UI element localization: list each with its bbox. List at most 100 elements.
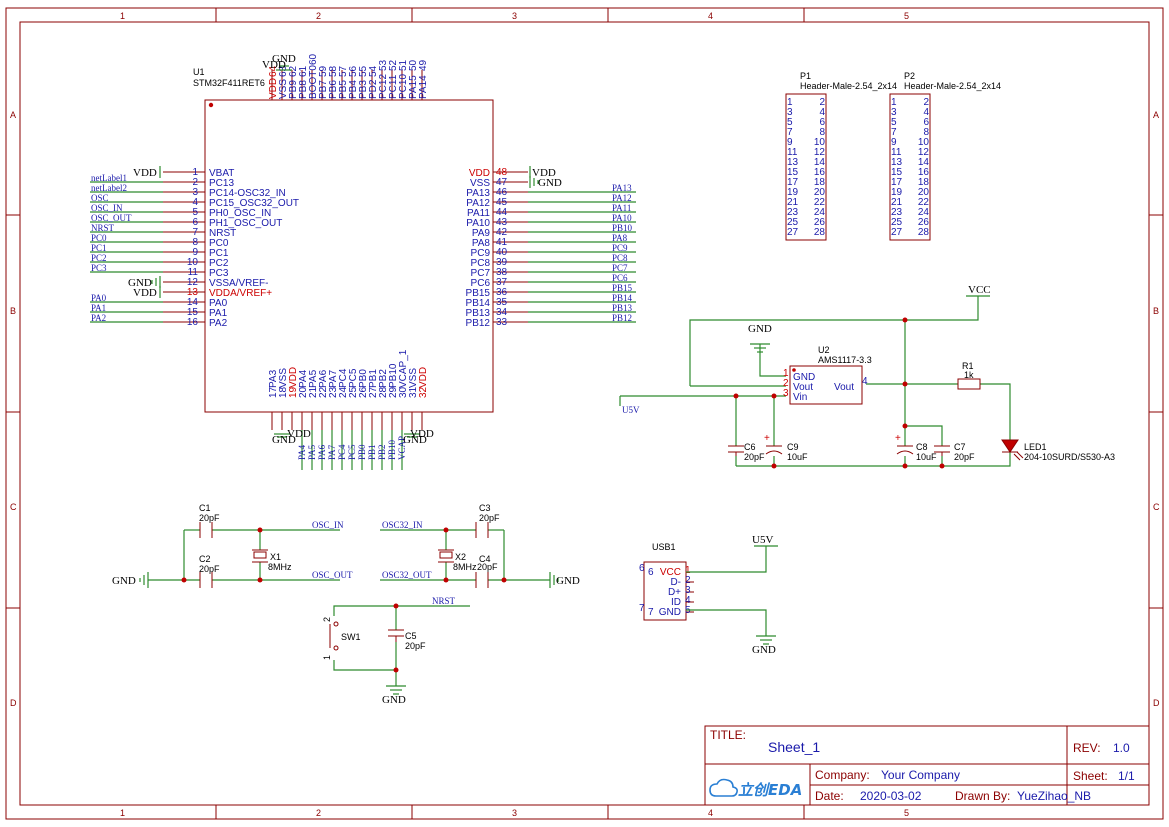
header-P1-pin-17: 17 — [787, 177, 799, 188]
u1-pin-20-num: 20 — [298, 386, 309, 398]
regulator-section[interactable]: VCC GND U5V U2 AMS1117-3.3 1 GN — [619, 284, 1115, 469]
date-label: Date: — [815, 789, 844, 803]
u1-pin-35-name: PB14 — [466, 298, 491, 309]
u1-pin-39-name: PC8 — [471, 258, 491, 269]
c9-value: 10uF — [787, 452, 808, 462]
c1-ref: C1 — [199, 503, 211, 513]
sheet-title: Sheet_1 — [768, 739, 820, 755]
u1-pin-61-name: PB8 — [298, 80, 309, 99]
u1-pin-22-num: 22 — [318, 386, 329, 398]
header-P2-pin-1: 1 — [891, 97, 897, 108]
frame-col-top-4: 4 — [708, 11, 713, 21]
header-P2-pin-11: 11 — [891, 147, 902, 158]
usb-pin-2-name: D- — [670, 577, 681, 588]
c7-ref: C7 — [954, 442, 966, 452]
header-P1-value: Header-Male-2.54_2x14 — [800, 81, 897, 91]
u1-pin-1-num: 1 — [192, 167, 198, 178]
r1-resistor[interactable]: R1 1k — [957, 361, 981, 390]
sw1-button[interactable]: 2 1 SW1 — [322, 617, 361, 660]
osc-out-net: OSC_OUT — [312, 570, 353, 580]
header-P1-pin-20: 20 — [814, 187, 826, 198]
c4-capacitor[interactable]: C4 20pF — [475, 554, 498, 588]
frame-row-left-C: C — [10, 502, 17, 512]
header-P1-pin-10: 10 — [814, 137, 826, 148]
sheet-label: Sheet: — [1073, 769, 1108, 783]
u2-pin3-name: Vin — [793, 392, 807, 403]
c7-capacitor[interactable]: C7 20pF — [934, 442, 975, 462]
u1-pin-29-num: 29 — [388, 386, 399, 398]
u1-pin-52-name: PC11 — [388, 74, 399, 99]
header-P2-pin-10: 10 — [918, 137, 930, 148]
u1-pin-41-name: PA8 — [472, 238, 491, 249]
c2-capacitor[interactable]: C2 20pF — [199, 554, 220, 588]
c5-capacitor[interactable]: C5 20pF — [388, 629, 426, 651]
header-P2-pin-20: 20 — [918, 187, 930, 198]
u1-pin-32-name: VDD — [418, 367, 429, 388]
usb-pin-3-num: 3 — [685, 585, 691, 596]
c1-capacitor[interactable]: C1 20pF — [199, 503, 220, 538]
u1-pin-30-name: VCAP_1 — [398, 349, 409, 388]
u1-bottom-gnd-2: GND — [403, 434, 427, 446]
osc-gnd-left: GND — [112, 575, 136, 587]
header-P2-pin-21: 21 — [891, 197, 903, 208]
date-value: 2020-03-02 — [860, 789, 922, 803]
u1-pin-56-name: PB4 — [348, 80, 359, 99]
u1-bottom-net-PC4: PC4 — [337, 444, 347, 460]
u1-pin-14-num: 14 — [187, 297, 199, 308]
u1-pin-46-name: PA13 — [466, 188, 490, 199]
header-P1-pin-26: 26 — [814, 217, 826, 228]
usb-pin-2-num: 2 — [685, 575, 691, 586]
svg-text:+: + — [895, 433, 901, 444]
header-P2-ref: P2 — [904, 71, 915, 81]
u1-right-net-39: PC8 — [612, 253, 628, 263]
c3-capacitor[interactable]: C3 20pF — [475, 503, 500, 538]
u1-pin-50-name: PA15 — [408, 75, 419, 99]
u1-left-net-3: netLabel2 — [91, 183, 127, 193]
frame-col-bottom-5: 5 — [904, 808, 909, 818]
frame-row-left-A: A — [10, 110, 16, 120]
c5-ref: C5 — [405, 631, 417, 641]
u1-pin-9-name: PC1 — [209, 248, 229, 259]
header-P2-pin-28: 28 — [918, 227, 930, 238]
reset-section[interactable]: GND NRST 2 1 SW1 C5 20pF — [322, 596, 470, 706]
header-P1-pin-22: 22 — [814, 197, 826, 208]
c4-ref: C4 — [479, 554, 491, 564]
drawn-value: YueZihao_NB — [1017, 789, 1091, 803]
u1-right-pwr-47: GND — [538, 177, 562, 189]
frame-row-left-B: B — [10, 306, 16, 316]
u1-pin-33-num: 33 — [496, 317, 508, 328]
header-P2-pin-26: 26 — [918, 217, 930, 228]
rev-value: 1.0 — [1113, 741, 1130, 755]
u1-pin-21-name: PA5 — [308, 369, 319, 388]
u2-pin4-num: 4 — [862, 376, 868, 387]
u1-right-net-33: PB12 — [612, 313, 632, 323]
c6-capacitor[interactable]: C6 20pF — [728, 442, 765, 462]
u1-pin-34-num: 34 — [496, 307, 508, 318]
c9-capacitor[interactable]: + C9 10uF — [764, 433, 808, 462]
u1-pin-17-num: 17 — [268, 386, 279, 398]
x2-value: 8MHz — [453, 562, 477, 572]
oscillator-section[interactable]: GND C1 20pF C2 20pF X1 8MHz OSC_IN OSC_O… — [112, 503, 580, 588]
u1-pin-12-num: 12 — [187, 277, 199, 288]
u1-pin-48-name: VDD — [469, 168, 490, 179]
u1-pin-62-name: PB9 — [288, 80, 299, 99]
c8-capacitor[interactable]: + C8 10uF — [895, 433, 937, 462]
u1-pin-13-num: 13 — [187, 287, 199, 298]
x2-crystal[interactable]: X2 8MHz — [438, 549, 477, 572]
u1-pin-47-num: 47 — [496, 177, 508, 188]
nrst-net: NRST — [432, 596, 456, 606]
u1-pin-31-num: 31 — [408, 386, 419, 398]
led1-diode[interactable]: LED1 204-10SURD/S530-A3 — [1001, 439, 1115, 462]
x1-ref: X1 — [270, 552, 281, 562]
osc32-out-net: OSC32_OUT — [382, 570, 432, 580]
header-P2-pin-15: 15 — [891, 167, 903, 178]
u1-pin-24-num: 24 — [338, 386, 349, 398]
u1-pin-43-num: 43 — [496, 217, 508, 228]
u2-pin1-num: 1 — [783, 368, 789, 379]
header-P1-pin-21: 21 — [787, 197, 799, 208]
x1-crystal[interactable]: X1 8MHz — [252, 549, 292, 572]
